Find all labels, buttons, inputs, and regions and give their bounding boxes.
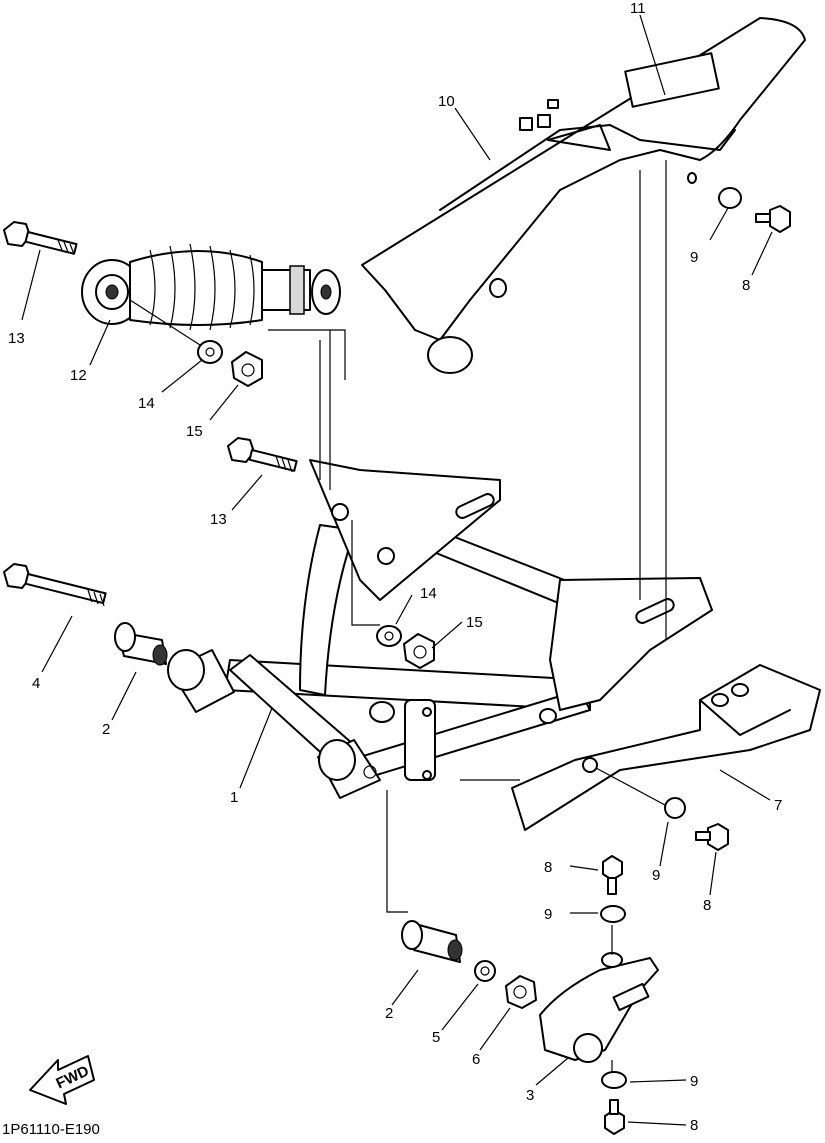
callout-3: 3 <box>526 1087 534 1104</box>
callout-15-lower: 15 <box>466 614 483 631</box>
washer-part-9-top <box>718 187 742 209</box>
chain-guide-part-7 <box>511 664 821 831</box>
label-part-11 <box>624 52 720 108</box>
callout-2-lower: 2 <box>385 1005 393 1022</box>
assembly-lines <box>129 160 667 1072</box>
diagram-code: 1P61110-E190 <box>2 1121 100 1138</box>
washer-part-5 <box>474 960 496 982</box>
nut-part-6 <box>505 975 537 1009</box>
pivot-collar-right <box>317 739 381 799</box>
shock-absorber-part-12 <box>81 243 341 331</box>
swingarm-part-1 <box>224 459 713 781</box>
callout-13-lower: 13 <box>210 511 227 528</box>
callout-5: 5 <box>432 1029 440 1046</box>
callout-9-mid: 9 <box>652 867 660 884</box>
nut-part-15-lower <box>403 633 435 669</box>
callout-10: 10 <box>438 93 455 110</box>
callout-8-slider-top: 8 <box>544 859 552 876</box>
callout-11: 11 <box>630 0 646 17</box>
callout-15-upper: 15 <box>186 423 203 440</box>
guard-end-cap <box>427 336 473 374</box>
chain-slider-part-3 <box>539 952 659 1063</box>
callout-14-upper: 14 <box>138 395 155 412</box>
bolt-part-13-lower <box>227 437 298 473</box>
callout-4: 4 <box>32 675 40 692</box>
callout-7: 7 <box>774 797 782 814</box>
bolt-part-8-top <box>755 205 791 233</box>
callout-2-upper: 2 <box>102 721 110 738</box>
callout-12: 12 <box>70 367 87 384</box>
washer-part-9-slider-top <box>600 905 626 923</box>
nut-part-15-upper <box>231 351 263 387</box>
bolt-part-8-slider-bottom <box>604 1099 625 1135</box>
washer-part-9-slider-bottom <box>601 1071 627 1089</box>
callout-8-mid: 8 <box>703 897 711 914</box>
bolt-part-8-mid <box>695 823 729 851</box>
callout-6: 6 <box>472 1051 480 1068</box>
pivot-collar-left <box>167 649 235 713</box>
callout-labels: 11 10 9 8 13 12 14 15 13 14 15 4 2 1 7 8… <box>8 0 782 1134</box>
callout-9-top: 9 <box>690 249 698 266</box>
callout-8-slider-bottom: 8 <box>690 1117 698 1134</box>
callout-9-slider-bottom: 9 <box>690 1073 698 1090</box>
washer-part-14-lower <box>376 625 402 647</box>
callout-14-lower: 14 <box>420 585 437 602</box>
bolt-part-13-upper <box>3 221 78 255</box>
callout-1: 1 <box>230 789 238 806</box>
washer-part-14-upper <box>197 340 223 364</box>
leader-lines <box>21 14 773 1126</box>
callout-9-slider-top: 9 <box>544 906 552 923</box>
bushing-part-2-lower <box>401 920 463 963</box>
fwd-arrow-icon: FWD <box>29 1055 95 1105</box>
callout-13-upper: 13 <box>8 330 25 347</box>
bolt-part-8-slider-top <box>602 855 623 895</box>
pivot-bolt-part-4 <box>3 563 107 607</box>
callout-8-top: 8 <box>742 277 750 294</box>
bushing-part-2-upper <box>114 622 168 666</box>
washer-part-9-mid <box>664 797 686 819</box>
chain-case-part-10 <box>361 17 806 374</box>
